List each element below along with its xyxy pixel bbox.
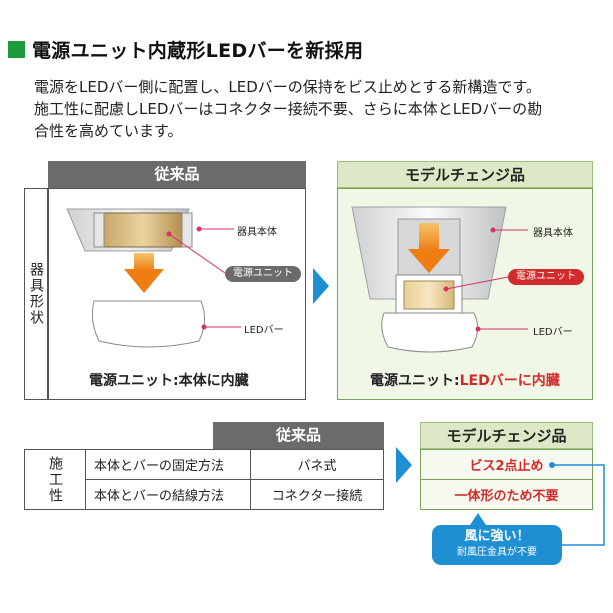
right-arrow-icon (313, 268, 329, 304)
old-caption: 電源ユニット:本体に内臓 (89, 373, 249, 389)
new-caption-highlight: LEDバーに内臓 (459, 373, 560, 389)
section-title: 電源ユニット内蔵形LEDバーを新採用 (8, 36, 363, 63)
new-unit-label: 電源ユニット (508, 269, 584, 285)
description-line: 電源をLEDバー側に配置し、LEDバーの保持をビス止めとする新構造です。 (34, 78, 541, 96)
lower-old-header: 従来品 (213, 422, 384, 449)
row-old-value: バネ式 (250, 449, 384, 480)
description-line: 合性を高めています。 (34, 122, 183, 140)
row-new-value: ビス2点止め (420, 449, 593, 480)
callout-line1: 風に強い！ (464, 529, 530, 544)
old-product-diagram-box: 器具本体 電源ユニット LEDバー 電源ユニット:本体に内臓 (48, 188, 306, 400)
heading-text: 電源ユニット内蔵形LEDバーを新採用 (32, 40, 364, 62)
new-product-header: モデルチェンジ品 (337, 161, 593, 188)
new-bar-label: LEDバー (533, 327, 573, 338)
new-fixture-illustration (351, 206, 528, 353)
fixture-shape-label: 器具形状 (24, 188, 48, 400)
new-caption: 電源ユニット:LEDバーに内臓 (370, 370, 560, 390)
new-caption-prefix: 電源ユニット: (370, 373, 460, 389)
description-line: 施工性に配慮しLEDバーはコネクター接続不要、さらに本体とLEDバーの勘 (34, 100, 543, 118)
lower-new-header: モデルチェンジ品 (420, 422, 593, 449)
construction-table: 施工性 本体とバーの固定方法 バネ式 本体とバーの結線方法 コネクター接続 (24, 449, 384, 510)
new-body-label: 器具本体 (533, 228, 573, 239)
construction-new-table: ビス2点止め 一体形のため不要 (420, 449, 593, 510)
callout-line2: 耐風圧金具が不要 (457, 547, 537, 558)
old-bar-label: LEDバー (244, 325, 284, 336)
old-body-label: 器具本体 (237, 227, 277, 238)
new-product-diagram-box: 器具本体 電源ユニット LEDバー 電源ユニット:LEDバーに内臓 (337, 188, 593, 400)
old-unit-label: 電源ユニット (225, 266, 301, 282)
row-new-value: 一体形のため不要 (420, 479, 593, 510)
green-square-icon (8, 41, 25, 58)
row-old-value: コネクター接続 (250, 479, 384, 510)
row-item: 本体とバーの結線方法 (85, 479, 251, 510)
old-fixture-illustration (66, 208, 241, 348)
wind-resistance-callout: 風に強い！ 耐風圧金具が不要 (432, 525, 562, 565)
old-product-header: 従来品 (48, 161, 306, 188)
right-arrow-icon (396, 447, 412, 483)
description: 電源をLEDバー側に配置し、LEDバーの保持をビス止めとする新構造です。 施工性… (34, 76, 604, 142)
row-item: 本体とバーの固定方法 (85, 449, 251, 480)
